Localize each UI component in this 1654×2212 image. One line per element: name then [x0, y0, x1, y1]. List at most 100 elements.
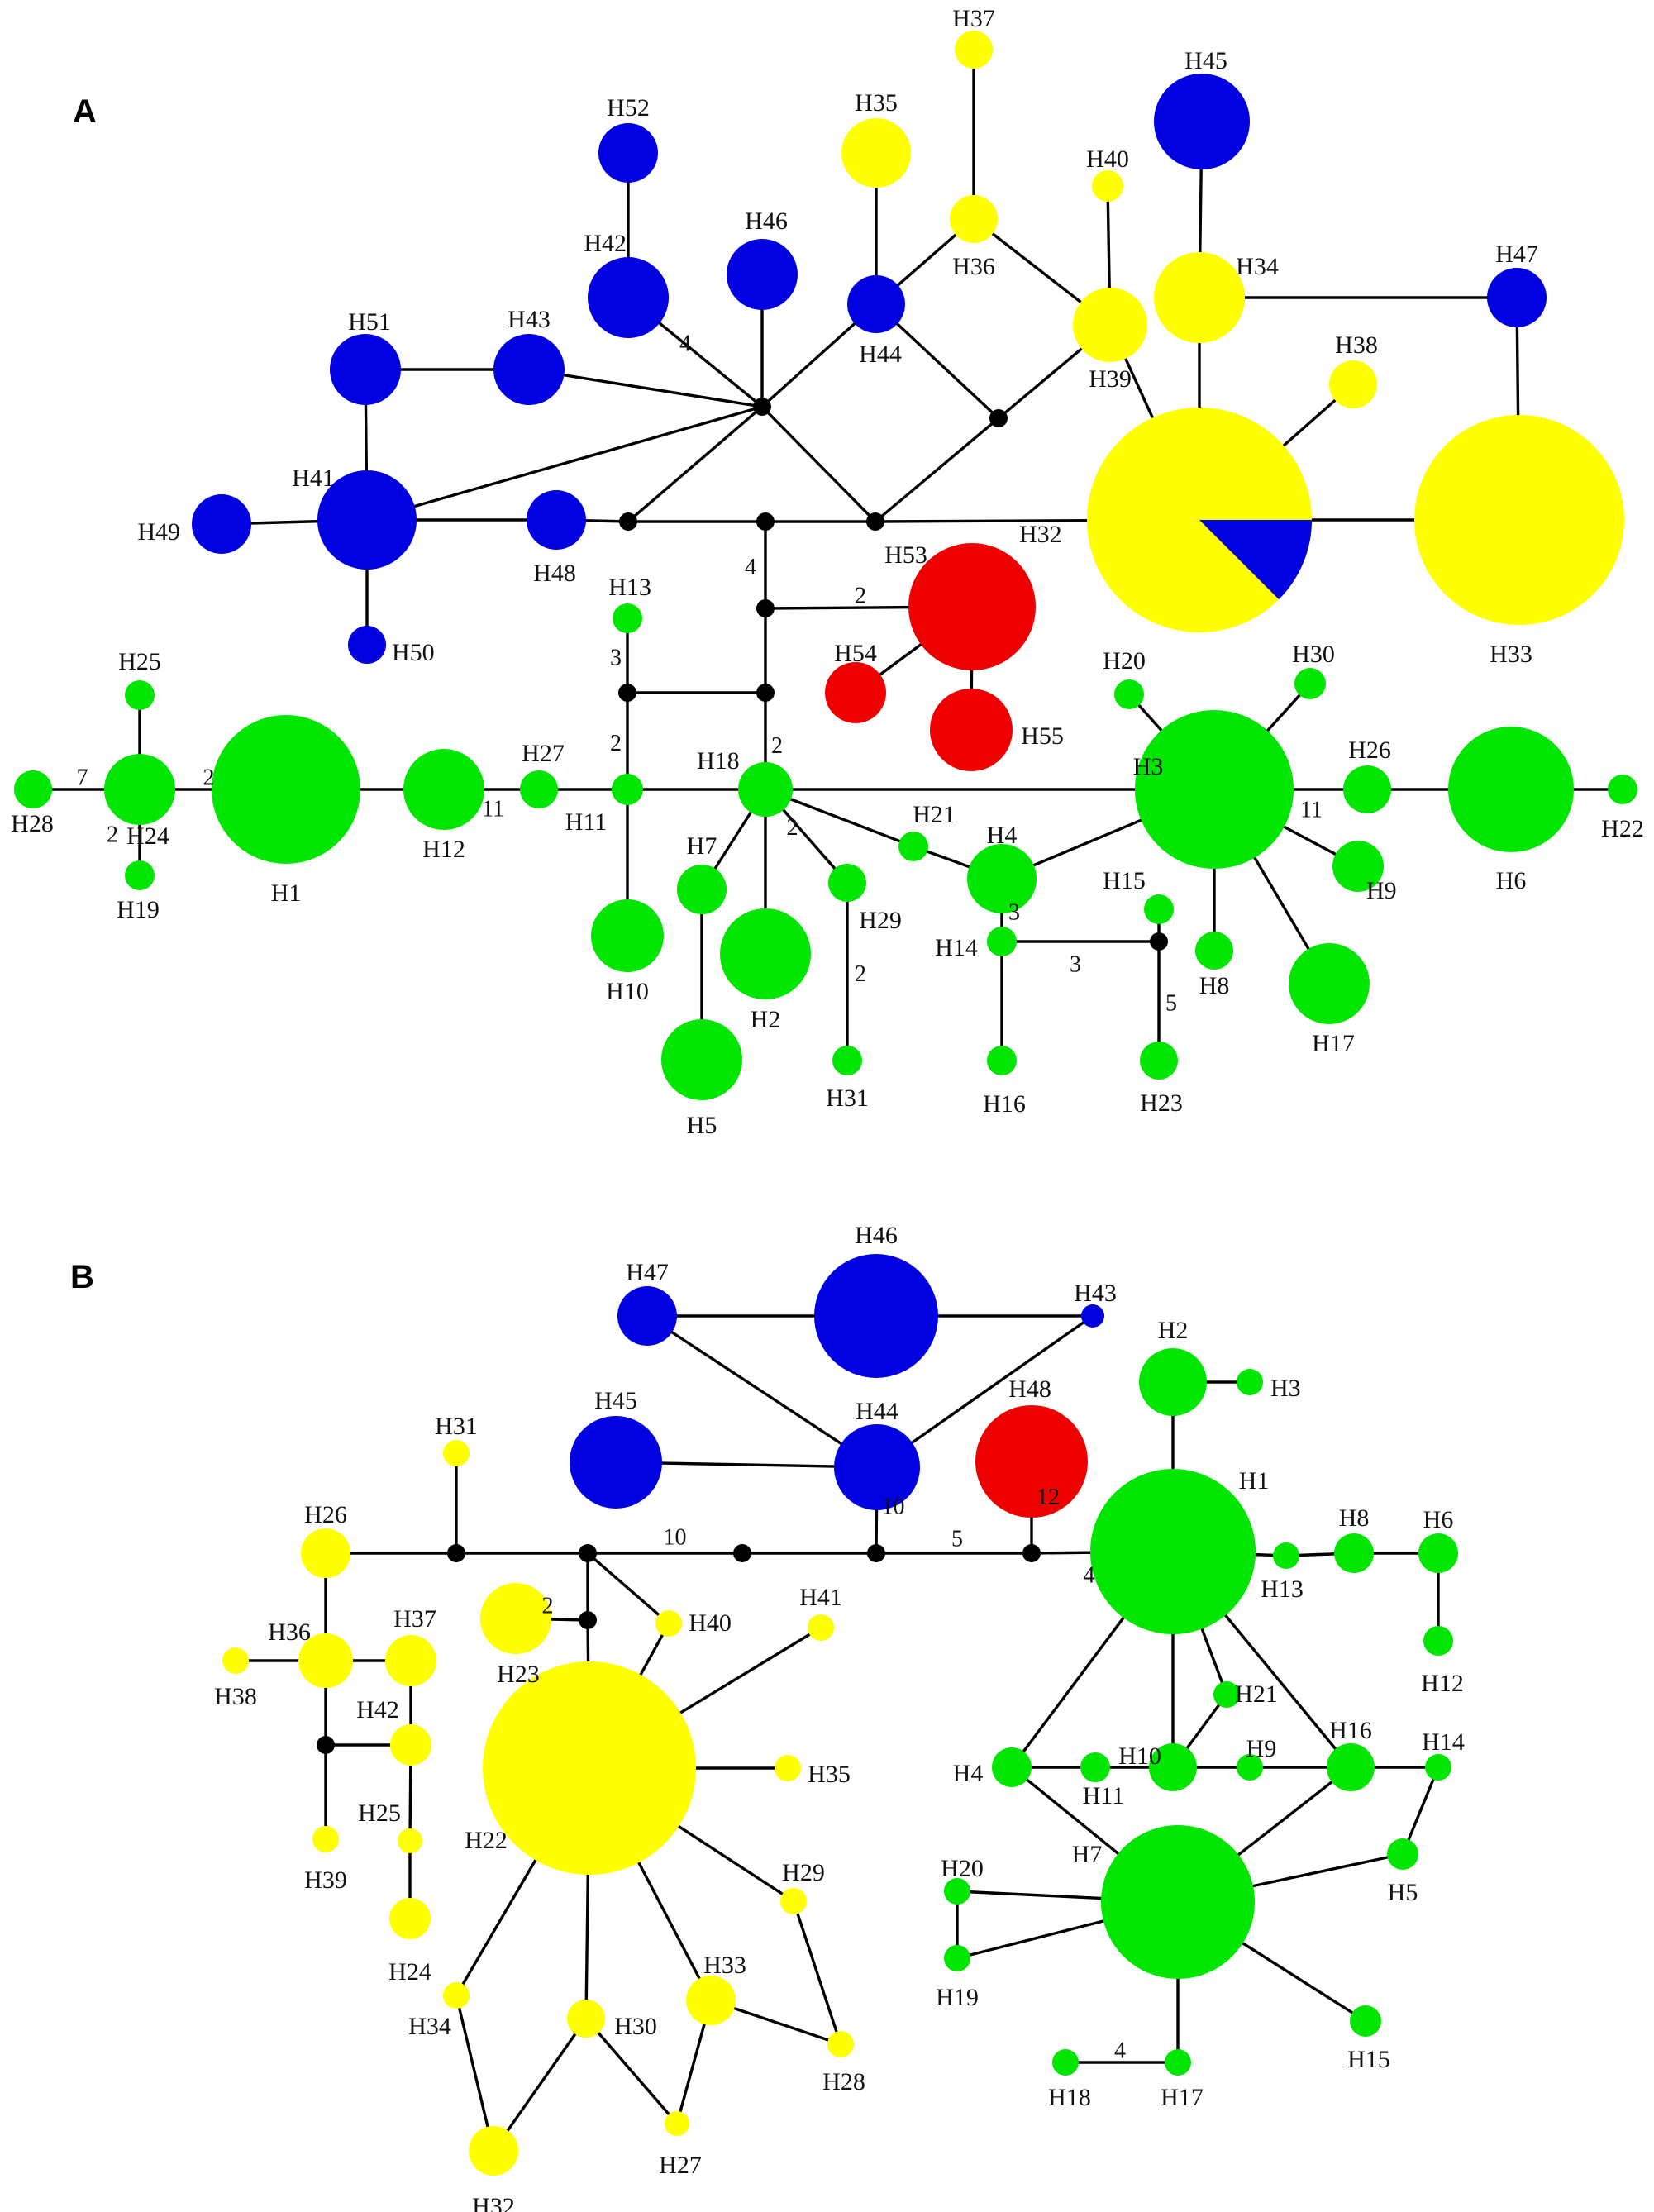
panel-a-label-h16: H16	[983, 1090, 1026, 1118]
panel-a-label-h32: H32	[1019, 521, 1062, 548]
panel-b-haplotype-h30	[567, 2000, 605, 2038]
panel-a-mutation-count-label: 5	[1165, 990, 1177, 1016]
panel-a-haplotype-h32	[1087, 408, 1312, 632]
panel-a-haplotype-h22	[1608, 775, 1637, 804]
panel-a-haplotype-h36	[950, 195, 998, 243]
panel-b-mutation-count-label: 10	[664, 1524, 687, 1550]
panel-a-mutation-count-label: 2	[203, 765, 215, 790]
panel-a-label-h30: H30	[1292, 641, 1335, 668]
panel-a-label-h3: H3	[1133, 753, 1164, 780]
panel-b-label-h45: H45	[594, 1387, 637, 1414]
panel-a-haplotype-h6	[1448, 727, 1574, 852]
panel-b-haplotype-h1	[1090, 1469, 1256, 1634]
panel-a-haplotype-h15	[1144, 894, 1174, 924]
panel-a-label-h29: H29	[859, 907, 902, 934]
panel-b-label-h3: H3	[1270, 1375, 1301, 1402]
panel-b-mutation-count-label: 5	[951, 1526, 963, 1552]
panel-a-haplotype-h54	[825, 662, 886, 723]
panel-a-haplotype-h9	[1332, 841, 1384, 892]
panel-a-label-h35: H35	[855, 89, 898, 117]
panel-a-haplotype-h44	[847, 275, 905, 333]
panel-b-haplotype-h22	[483, 1661, 696, 1875]
panel-a-haplotype-h5	[661, 1019, 742, 1100]
panel-b-label-h4: H4	[953, 1760, 984, 1787]
panel-a-haplotype-h16	[987, 1046, 1017, 1075]
panel-a-median-vector	[753, 398, 771, 416]
panel-b-label-h33: H33	[703, 1952, 746, 1979]
panel-b-label-h19: H19	[936, 1984, 979, 2011]
panel-b-haplotype-h12	[1423, 1626, 1453, 1656]
panel-a-haplotype-h53	[908, 543, 1036, 670]
panel-b-haplotype-h43	[1081, 1304, 1104, 1328]
panel-b-haplotype-h48	[975, 1405, 1088, 1518]
panel-b-haplotype-h23	[480, 1583, 551, 1654]
panel-b-mutation-count-label: 10	[882, 1494, 905, 1519]
panel-a-label-h50: H50	[392, 639, 435, 666]
network-nodes	[14, 31, 1637, 2176]
panel-b-haplotype-h45	[570, 1416, 662, 1509]
panel-a-haplotype-h8	[1195, 932, 1233, 970]
panel-a-edge-h41-ma1	[366, 405, 763, 522]
panel-b-haplotype-h44	[834, 1424, 920, 1510]
panel-b-haplotype-h36	[298, 1633, 353, 1688]
panel-b-label-h24: H24	[388, 1958, 431, 1986]
panel-b-haplotype-h4	[992, 1747, 1032, 1787]
panel-a-haplotype-h42	[588, 257, 669, 338]
panel-a-haplotype-h51	[330, 334, 401, 405]
panel-a-haplotype-h12	[403, 749, 484, 830]
panel-a-label-h19: H19	[117, 896, 160, 923]
panel-b-label-h16: H16	[1329, 1717, 1372, 1744]
panel-a-mutation-count-label: 2	[771, 733, 783, 759]
panel-b-label-h30: H30	[614, 2013, 657, 2040]
panel-a-label-h46: H46	[745, 207, 788, 235]
panel-b-haplotype-h7	[1101, 1825, 1255, 1979]
panel-a-label-h31: H31	[826, 1085, 869, 1112]
panel-a-label-h39: H39	[1089, 365, 1132, 393]
panel-b-haplotype-h29	[780, 1888, 807, 1914]
panel-b-label-h6: H6	[1423, 1506, 1454, 1533]
panel-b-mutation-count-label: 4	[1114, 2038, 1126, 2063]
panel-a-label-h24: H24	[126, 822, 169, 850]
panel-b-label-h48: H48	[1008, 1375, 1051, 1403]
panel-a-haplotype-h40	[1092, 170, 1123, 202]
panel-b-label-h5: H5	[1388, 1879, 1418, 1906]
panel-b-edge-mb2-h40	[586, 1552, 670, 1625]
panel-b-haplotype-h32	[469, 2126, 518, 2176]
panel-b-edge-h34-h32	[455, 1995, 495, 2152]
panel-b-haplotype-h41	[808, 1614, 834, 1641]
panel-b-label: B	[70, 1259, 94, 1295]
panel-b-median-vector	[447, 1544, 465, 1562]
panel-a-haplotype-h13	[613, 603, 642, 633]
panel-a-haplotype-h48	[527, 490, 586, 550]
panel-b-label-h36: H36	[268, 1618, 311, 1646]
panel-b-label-h23: H23	[497, 1661, 540, 1688]
panel-b-median-vector	[317, 1736, 335, 1754]
panel-b-label-h40: H40	[689, 1609, 732, 1637]
panel-b-haplotype-h2	[1139, 1348, 1207, 1416]
panel-b-label-h7: H7	[1072, 1841, 1103, 1868]
panel-a-haplotype-h4	[967, 844, 1037, 913]
panel-a-haplotype-h30	[1294, 668, 1326, 699]
panel-b-label-h37: H37	[393, 1605, 436, 1633]
panel-a-mutation-count-label: 2	[610, 731, 622, 756]
panel-b-label-h26: H26	[304, 1501, 347, 1528]
panel-a-haplotype-h20	[1114, 679, 1144, 709]
panel-b-mutation-count-label: 4	[1084, 1562, 1095, 1588]
panel-a-label-h51: H51	[348, 308, 391, 336]
panel-b-haplotype-h16	[1327, 1743, 1375, 1791]
panel-a-haplotype-h33	[1414, 415, 1624, 625]
panel-a-haplotype-h35	[841, 118, 911, 188]
panel-b-label-h11: H11	[1083, 1782, 1125, 1809]
panel-a-haplotype-h31	[832, 1046, 862, 1075]
panel-a-haplotype-h49	[192, 494, 251, 554]
panel-a-label-h22: H22	[1601, 815, 1644, 842]
panel-b-label-h8: H8	[1339, 1504, 1370, 1532]
panel-a-median-vector	[1150, 932, 1168, 951]
panel-a-haplotype-h43	[493, 334, 565, 405]
panel-b-median-vector	[579, 1611, 597, 1629]
panel-a-label-h53: H53	[884, 541, 927, 569]
panel-a-haplotype-h25	[125, 680, 155, 710]
panel-a-label-h2: H2	[751, 1006, 781, 1033]
panel-a-label-h14: H14	[935, 934, 978, 961]
